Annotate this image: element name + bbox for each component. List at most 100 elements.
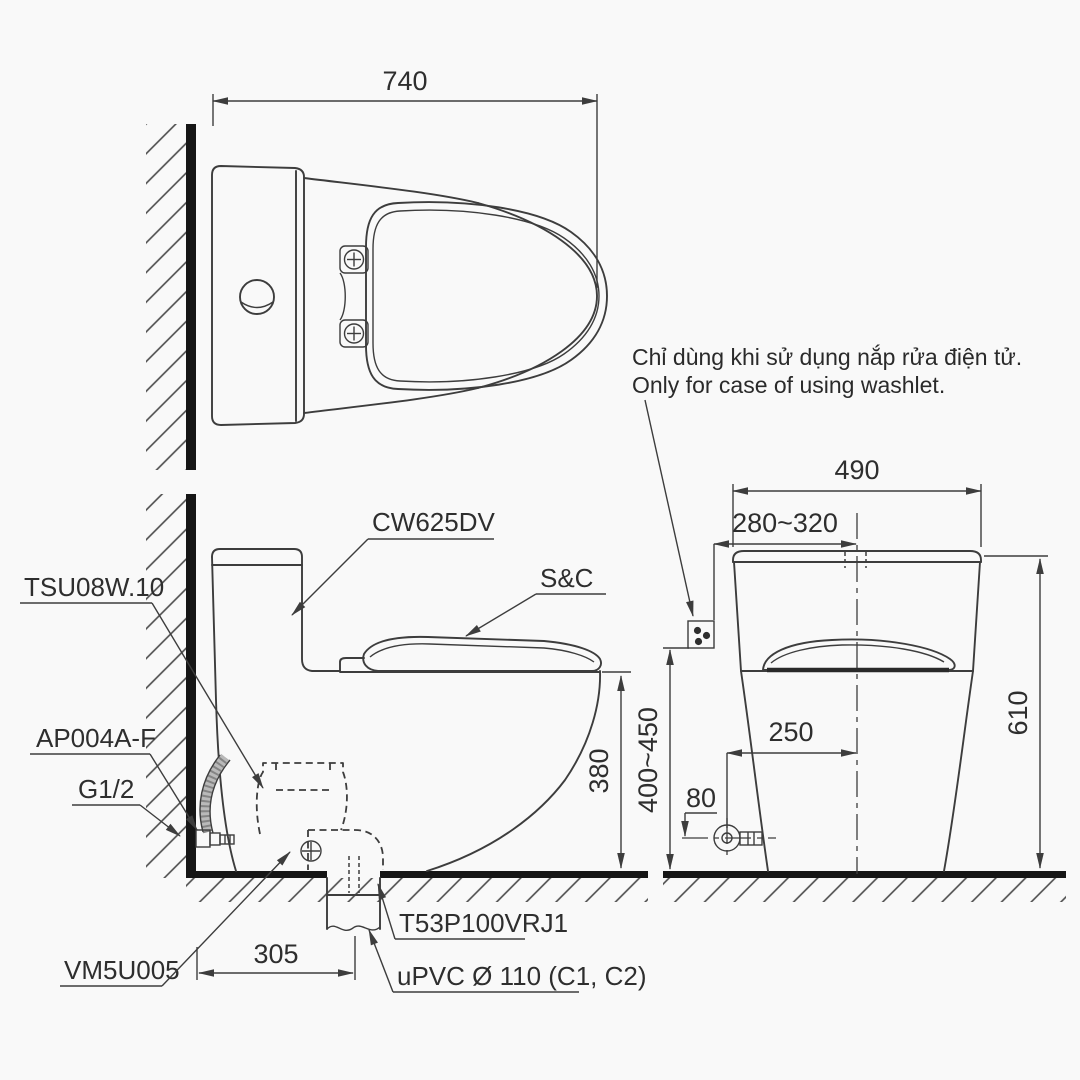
hinge-screw-icon [343, 249, 365, 270]
outlet-dot [694, 637, 703, 646]
fixing-bolt-icon [300, 840, 322, 862]
leader-line [377, 883, 396, 940]
plan-view: 740 [146, 66, 608, 470]
trap-inlet [255, 762, 348, 835]
seat-lid-inner [372, 209, 600, 383]
seat-profile [362, 635, 602, 672]
dimension-380: 380 [584, 671, 631, 869]
stop-valve-side [195, 829, 235, 848]
bowl-front-profile [426, 670, 601, 872]
label-cw625dv: CW625DV [291, 507, 495, 616]
dimension-text-490: 490 [834, 455, 879, 485]
supply-hole-dashes [844, 552, 867, 568]
wall-section-top [186, 124, 196, 470]
seat-lid-outer [365, 201, 608, 391]
floor-hatch-side [186, 878, 648, 902]
dimension-text-305: 305 [253, 939, 298, 969]
toilet-back-profile [211, 556, 237, 872]
dimension-text-280-320: 280~320 [732, 508, 838, 538]
label-ap004a-f: AP004A-F [30, 723, 198, 831]
hinge-plate-bottom [339, 319, 369, 348]
dimension-text-380: 380 [584, 748, 614, 793]
wall-section-side [186, 494, 196, 878]
pedestal-sides [740, 670, 974, 872]
leader-line [139, 804, 181, 837]
hose-edges [199, 754, 231, 834]
dimension-80: 80 [681, 783, 717, 837]
hinge-plate-top [339, 245, 369, 274]
outlet-dot [693, 626, 702, 635]
bowl-taper-top [303, 177, 479, 204]
label-text: G1/2 [78, 774, 134, 804]
seat-profile-inner [369, 643, 595, 663]
floor-line-front [663, 871, 1066, 878]
label-g12: G1/2 [72, 774, 181, 837]
dimension-text-400-450: 400~450 [633, 707, 663, 813]
leader-line [465, 593, 537, 637]
label-text: S&C [540, 563, 593, 593]
wall-hatch-top [146, 124, 186, 470]
dimension-400-450: 400~450 [633, 647, 689, 870]
hose-braiding [199, 753, 229, 834]
label-vm5u005: VM5U005 [60, 851, 291, 987]
trap-detail [275, 763, 332, 791]
hinge-screw-icon [343, 323, 365, 344]
tank-profile [211, 548, 341, 672]
dimension-305: 305 [196, 936, 356, 980]
flush-button [239, 279, 275, 315]
leader-line [161, 851, 291, 987]
leader-line [151, 602, 264, 789]
tank-plan-outline [211, 165, 305, 426]
outlet-box [687, 620, 715, 649]
floor-line-left [186, 871, 327, 878]
label-text: CW625DV [372, 507, 495, 537]
tank-sides-front [733, 561, 981, 672]
dimension-text-250: 250 [768, 717, 813, 747]
seat-front [762, 638, 956, 671]
dimension-490: 490 [732, 455, 982, 547]
leader-line [149, 753, 198, 831]
outlet-dot [702, 631, 711, 640]
dimension-610: 610 [984, 555, 1048, 869]
label-text: uPVC Ø 110 (C1, C2) [397, 961, 647, 991]
floor-hatch-front [663, 878, 1066, 902]
valve-stub [219, 834, 235, 845]
seat-hinge-profile [339, 657, 365, 672]
label-text: VM5U005 [64, 955, 180, 985]
dimension-text-610: 610 [1003, 690, 1033, 735]
trapway-hidden [255, 762, 384, 893]
outlet-elbow [307, 829, 384, 870]
label-sc-seat: S&C [465, 563, 606, 637]
side-view: 380 305 CW625DV S&C TSU08W.10 AP004A-F [20, 494, 648, 993]
dimension-text-80: 80 [686, 783, 716, 813]
label-t53p100vrj1: T53P100VRJ1 [377, 883, 568, 940]
label-text: T53P100VRJ1 [399, 908, 568, 938]
dimension-text-740: 740 [382, 66, 427, 96]
bowl-taper-bottom [303, 387, 479, 414]
flush-button-detail [240, 301, 274, 309]
valve-inner [721, 832, 733, 844]
drain-center-dashes [348, 856, 360, 893]
hinge-bracket [339, 272, 346, 321]
label-upvc-pipe: uPVC Ø 110 (C1, C2) [368, 929, 647, 993]
note-vietnamese: Chỉ dùng khi sử dụng nắp rửa điện tử. [632, 344, 1022, 370]
wall-hatch-side [146, 494, 186, 878]
label-text: TSU08W.10 [24, 572, 164, 602]
supply-hose [199, 753, 231, 834]
dimension-740: 740 [212, 66, 598, 288]
dimension-250: 250 [726, 717, 857, 828]
power-outlet-icon [687, 620, 715, 649]
leader-line [368, 929, 394, 993]
tank-top-front [732, 550, 982, 563]
seat-front-inner [770, 644, 945, 664]
floor-line-right [380, 871, 648, 878]
dimension-280-320: 280~320 [713, 508, 857, 620]
valve-stub-front [739, 831, 763, 846]
front-view: Chỉ dùng khi sử dụng nắp rửa điện tử. On… [632, 344, 1066, 902]
note-english: Only for case of using washlet. [632, 372, 945, 398]
leader-line [291, 538, 369, 616]
note-leader-line [644, 399, 694, 617]
seat-hinge [339, 245, 369, 348]
